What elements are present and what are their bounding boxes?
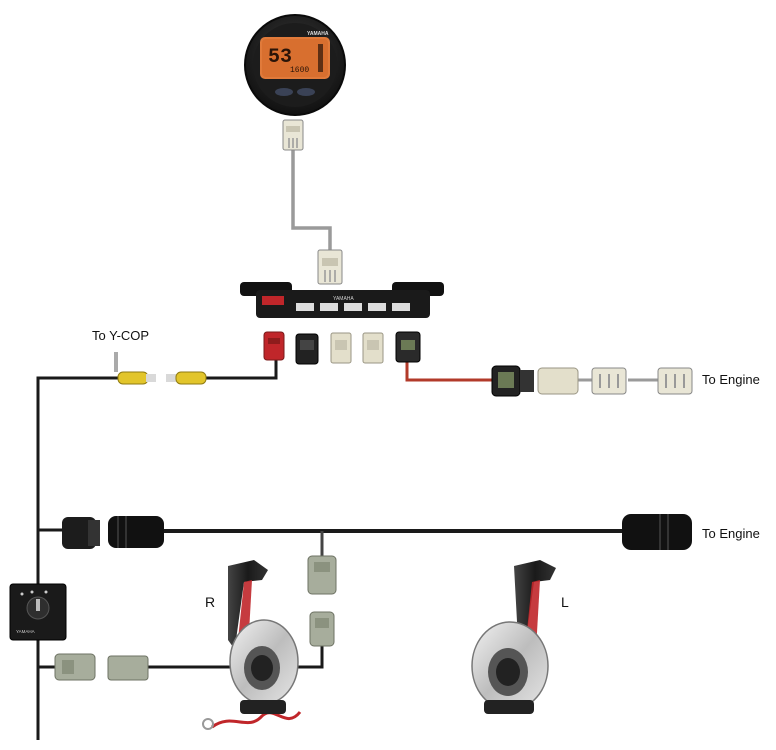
beige-coupler [537, 367, 579, 395]
lever-cable-right [294, 646, 324, 669]
ycop-cable-right [205, 356, 278, 380]
control-lever-right [202, 560, 299, 730]
gray-connectors [307, 555, 337, 647]
ycop-cable [36, 376, 120, 740]
engine-connectors-top [491, 365, 693, 397]
hub-plugs [263, 331, 421, 365]
control-lever-left [471, 560, 556, 714]
lanyard-cord [211, 710, 302, 729]
gauge-connector [282, 119, 304, 151]
bottom-connectors [54, 653, 149, 681]
switch-cable [36, 640, 55, 669]
label-to-engine-top: To Engine [702, 372, 760, 387]
engine-red-cable [405, 360, 495, 382]
gauge-reading-main: 53 [268, 46, 292, 69]
gauge-cable [291, 150, 332, 252]
hub-gauge-connector [317, 249, 343, 285]
label-to-engine-bottom: To Engine [702, 526, 760, 541]
label-to-ycop: To Y-COP [92, 328, 150, 343]
main-harness-connectors [62, 514, 692, 550]
gauge-button-right [297, 88, 315, 96]
switch-panel: YAMAHA [9, 583, 67, 641]
cables [36, 150, 663, 740]
label-control-left: L [561, 594, 569, 610]
hub-brand: YAMAHA [333, 296, 354, 302]
red-terminator-plug [263, 331, 285, 361]
ycop-connectors [114, 352, 207, 385]
digital-gauge: YAMAHA 53 1600 [244, 14, 346, 116]
network-hub: YAMAHA [240, 282, 444, 318]
switch-panel-brand: YAMAHA [16, 629, 35, 634]
gauge-button-left [275, 88, 293, 96]
label-control-right: R [205, 594, 216, 610]
gauge-reading-sub: 1600 [290, 66, 309, 75]
gauge-brand: YAMAHA [307, 31, 329, 37]
